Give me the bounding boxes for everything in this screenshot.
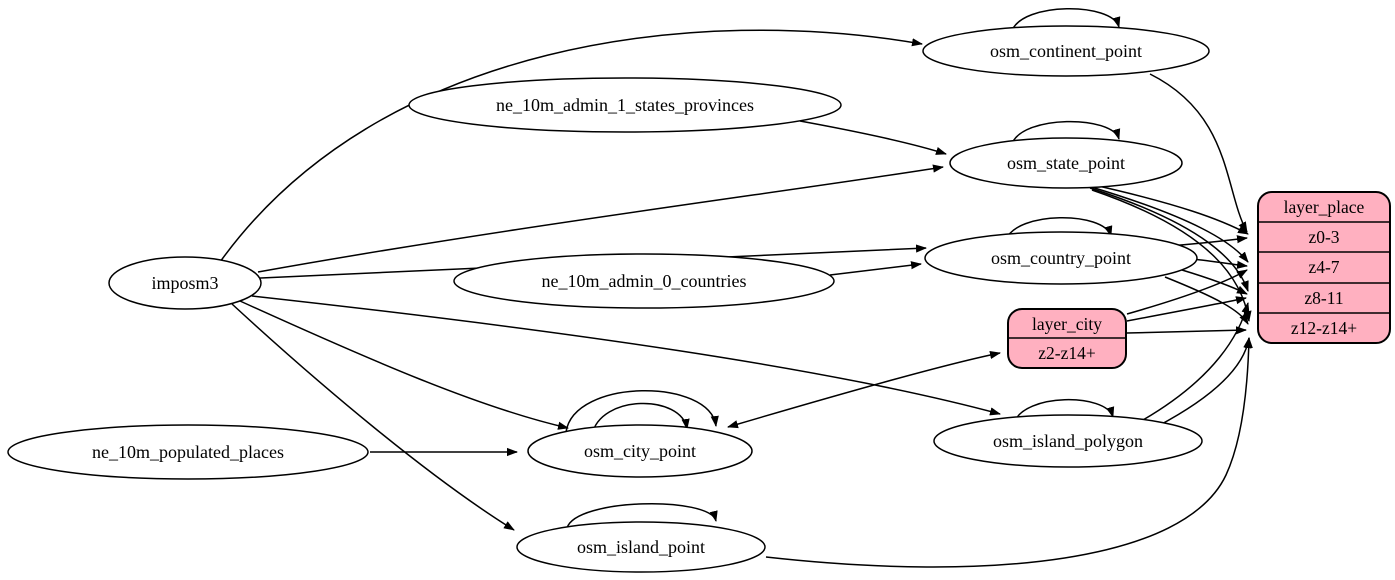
selfloop-island-point <box>566 503 718 529</box>
island-polygon-ellipse <box>933 414 1203 468</box>
edge-island-polygon-z12-z14 <box>1157 337 1252 427</box>
edge-ne-countries-country <box>829 261 922 276</box>
edge-group <box>219 8 1253 568</box>
ne-places-ellipse <box>7 424 369 480</box>
edge-imposm3-city <box>239 300 569 430</box>
ne-states-ellipse <box>408 77 842 133</box>
layer-place-record: layer_place z0-3 z4-7 z8-11 z12-z14+ <box>1257 191 1391 344</box>
imposm3-ellipse <box>108 256 262 310</box>
layer-place-box <box>1257 191 1391 344</box>
layer-place-row-z8-11: z8-11 <box>1304 288 1343 308</box>
node-group: imposm3 ne_10m_admin_1_states_provinces … <box>7 25 1210 573</box>
country-ellipse <box>924 231 1198 285</box>
layer-place-title: layer_place <box>1284 197 1365 217</box>
edge-city-z12-z14 <box>1126 326 1247 335</box>
selfloop-city-outer <box>565 390 719 433</box>
edge-imposm3-state <box>257 164 944 273</box>
city-ellipse <box>527 424 753 478</box>
node-osm-island-polygon: osm_island_polygon <box>933 414 1203 468</box>
continent-label: osm_continent_point <box>990 41 1142 61</box>
selfloop-state <box>1011 120 1121 145</box>
layer-city-title: layer_city <box>1032 314 1102 334</box>
edge-imposm3-continent <box>219 29 923 263</box>
selfloop-continent <box>1011 8 1121 32</box>
imposm3-label: imposm3 <box>151 273 218 293</box>
edge-island-point-z12-z14 <box>765 337 1253 568</box>
edge-imposm3-island-point <box>231 303 515 531</box>
node-ne-10m-populated-places: ne_10m_populated_places <box>7 424 369 480</box>
island-point-ellipse <box>516 521 766 573</box>
layer-place-row-z4-7: z4-7 <box>1308 257 1339 277</box>
state-ellipse <box>949 137 1183 189</box>
edge-city-z8-11 <box>1126 296 1247 322</box>
edge-continent-z0-3 <box>1149 73 1248 233</box>
island-polygon-label: osm_island_polygon <box>993 431 1143 451</box>
ne-countries-label: ne_10m_admin_0_countries <box>542 271 747 291</box>
node-osm-island-point: osm_island_point <box>516 521 766 573</box>
edge-country-z8-11 <box>1181 269 1248 295</box>
node-ne-10m-admin-1-states-provinces: ne_10m_admin_1_states_provinces <box>408 77 842 133</box>
selfloop-country <box>1005 217 1113 241</box>
layer-city-row-z2-z14: z2-z14+ <box>1038 343 1096 363</box>
layer-place-row-z12-z14: z12-z14+ <box>1291 318 1357 338</box>
edge-city-z4-7 <box>1126 269 1248 315</box>
node-ne-10m-admin-0-countries: ne_10m_admin_0_countries <box>453 253 835 309</box>
node-osm-continent-point: osm_continent_point <box>922 25 1210 77</box>
selfloop-island-polygon <box>1013 399 1115 424</box>
island-point-label: osm_island_point <box>577 537 705 557</box>
edge-ne-states-state <box>799 120 947 155</box>
country-label: osm_country_point <box>991 248 1131 268</box>
edge-country-z4-7 <box>1191 258 1248 269</box>
edge-state-z4-7 <box>1087 185 1249 263</box>
city-label: osm_city_point <box>584 441 696 461</box>
node-imposm3: imposm3 <box>108 256 262 310</box>
state-label: osm_state_point <box>1007 153 1125 173</box>
edge-island-polygon-z8-11 <box>1142 302 1250 421</box>
continent-ellipse <box>922 25 1210 77</box>
ne-places-label: ne_10m_populated_places <box>92 442 284 462</box>
node-osm-state-point: osm_state_point <box>949 137 1183 189</box>
node-osm-country-point: osm_country_point <box>924 231 1198 285</box>
ne-states-label: ne_10m_admin_1_states_provinces <box>496 95 754 115</box>
edge-city-layer-city <box>727 350 1001 429</box>
edge-state-z0-3 <box>1084 182 1249 235</box>
layer-city-record: layer_city z2-z14+ <box>1007 308 1127 369</box>
layer-place-row-z0-3: z0-3 <box>1308 227 1339 247</box>
edge-imposm3-island-polygon <box>251 295 1001 416</box>
node-osm-city-point: osm_city_point <box>527 424 753 478</box>
ne-countries-ellipse <box>453 253 835 309</box>
selfloop-city-inner <box>591 402 690 436</box>
